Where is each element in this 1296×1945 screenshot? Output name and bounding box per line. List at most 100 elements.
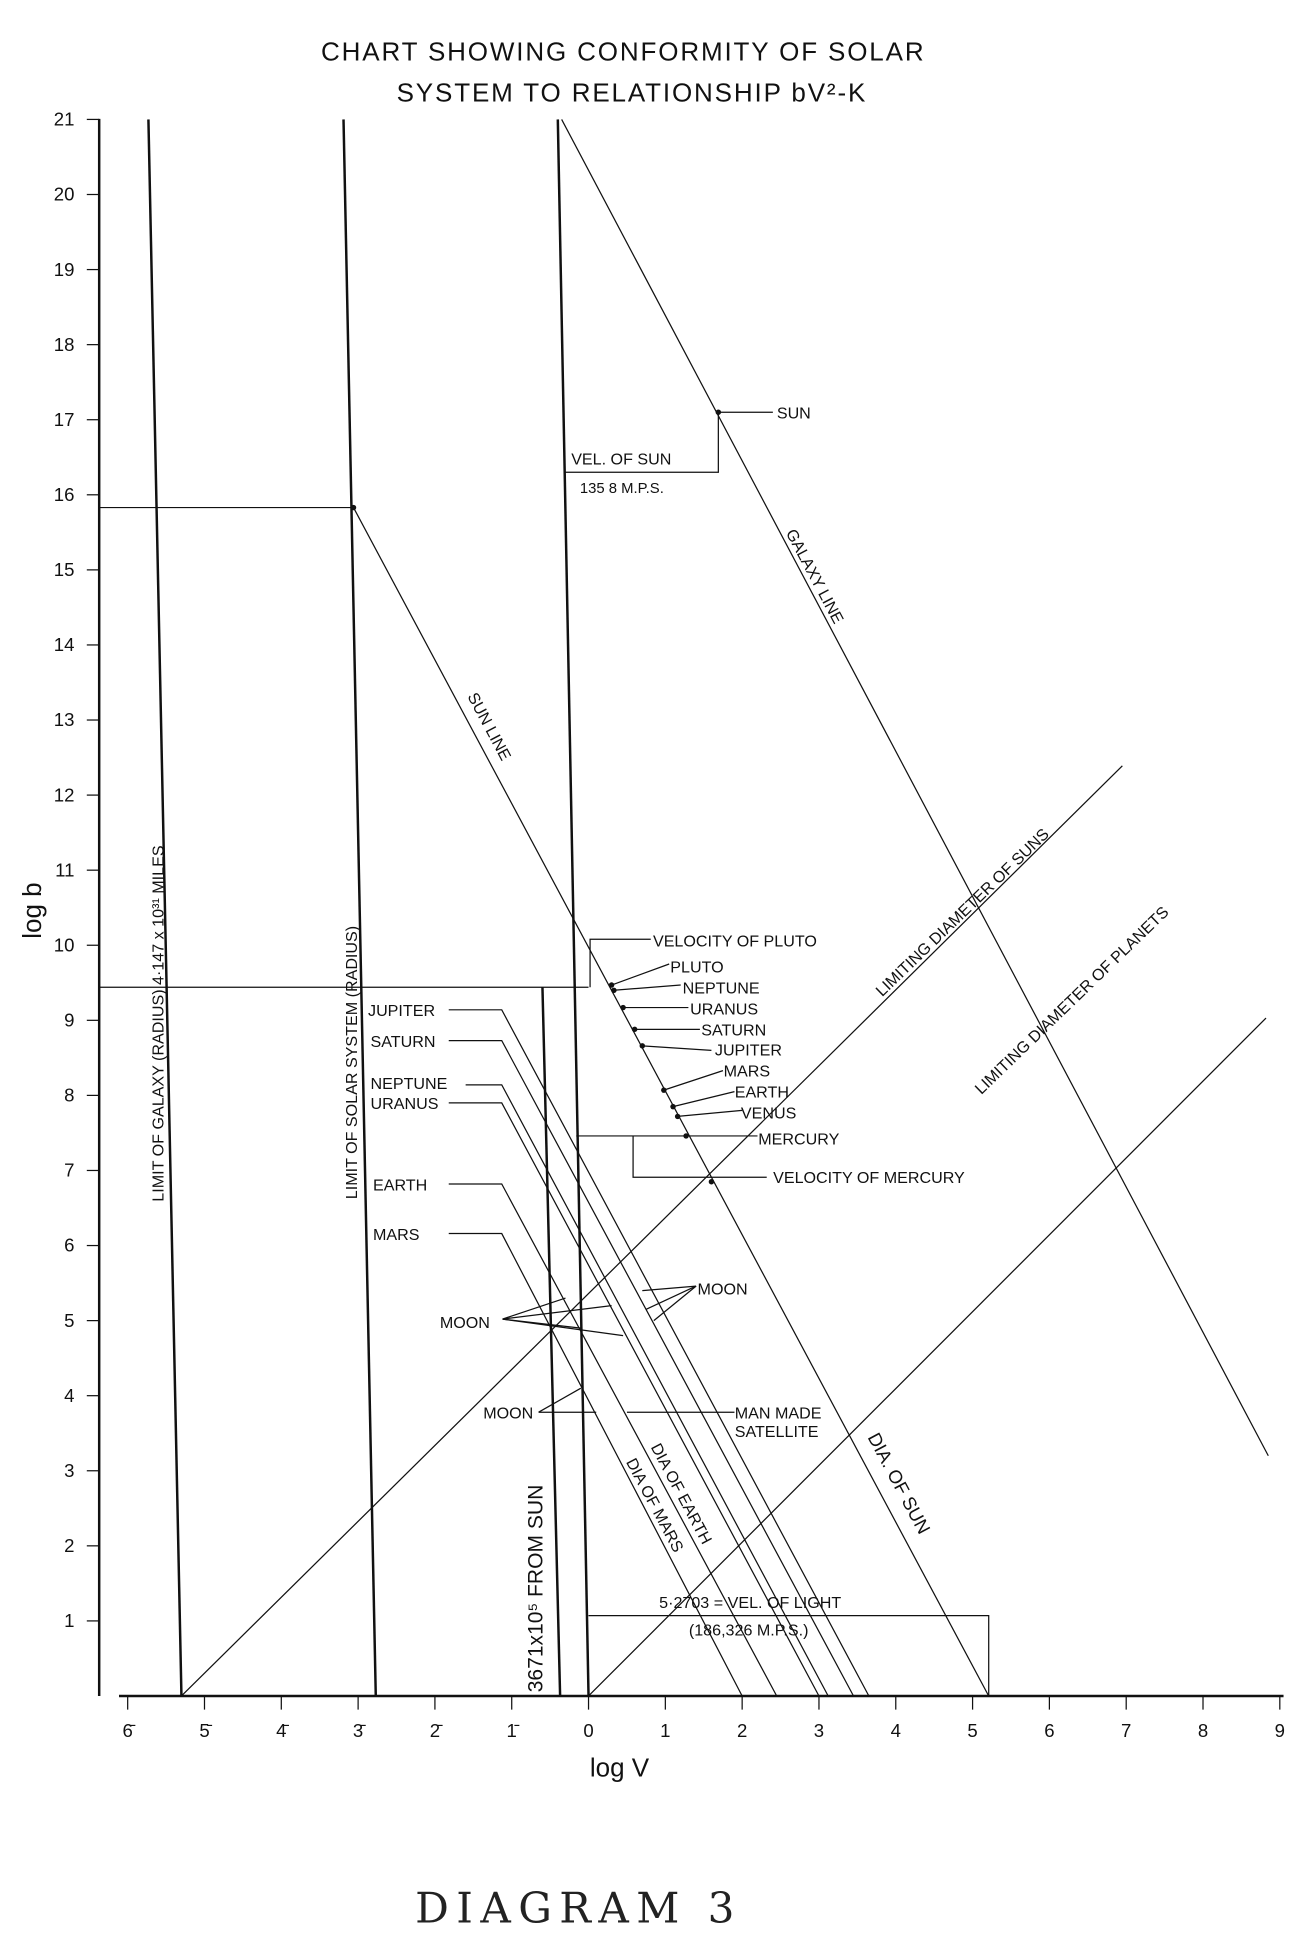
label-neptune-right: NEPTUNE: [683, 980, 760, 998]
label-velocity-of-light: 5·2703 = VEL. OF LIGHT: [659, 1594, 841, 1612]
moon-left-leader-1: [502, 1297, 566, 1320]
velocity-of-mercury-marker: [632, 1135, 767, 1178]
annotations: SUN VEL. OF SUN 135 8 M.P.S. GALAXY LINE…: [150, 405, 1173, 1693]
label-mars-right: MARS: [724, 1063, 771, 1081]
y-tick-label: 14: [54, 634, 75, 655]
y-tick-label: 1: [64, 1610, 74, 1631]
x-tick-label: 4̄: [276, 1720, 289, 1741]
point-saturn: [631, 1026, 638, 1033]
y-tick-label: 2: [64, 1535, 74, 1556]
x-tick-label: 1: [660, 1720, 670, 1741]
x-tick-label: 5̄: [199, 1720, 212, 1741]
label-velocity-of-light-mps: (186,326 M.P.S.): [689, 1621, 809, 1639]
y-tick-label: 16: [54, 484, 75, 505]
y-tick-label: 11: [55, 859, 74, 880]
label-pluto: PLUTO: [670, 959, 723, 977]
axes: [97, 118, 1284, 1698]
mars-diameter-line: [448, 1232, 743, 1697]
label-moon-right: MOON: [698, 1281, 748, 1299]
label-limit-of-galaxy: LIMIT OF GALAXY (RADIUS) 4·147 x 10³¹ MI…: [150, 845, 168, 1201]
label-vel-of-sun: VEL. OF SUN: [571, 451, 671, 469]
uranus-diameter-line: [448, 1102, 820, 1697]
venus-leader: [677, 1109, 743, 1118]
point-pluto: [608, 982, 615, 988]
moon-right-leader-3: [653, 1285, 697, 1322]
diagram-caption: DIAGRAM 3: [415, 1884, 742, 1933]
saturn-diameter-line: [448, 1039, 855, 1697]
moon-lower-leader-2: [538, 1387, 582, 1413]
label-mercury: MERCURY: [758, 1131, 839, 1149]
label-neptune-left: NEPTUNE: [370, 1075, 447, 1093]
label-moon-lower: MOON: [483, 1404, 533, 1422]
y-axis-label: log b: [17, 882, 47, 938]
label-sun: SUN: [777, 405, 811, 423]
x-tick-label: 7: [1121, 1720, 1131, 1741]
y-tick-label: 18: [54, 334, 75, 355]
label-man-made-2: SATELLITE: [735, 1423, 819, 1441]
label-jupiter-left: JUPITER: [368, 1002, 435, 1020]
label-mars-left: MARS: [373, 1226, 420, 1244]
label-velocity-of-pluto: VELOCITY OF PLUTO: [653, 932, 817, 950]
y-tick-label: 5: [64, 1310, 74, 1331]
y-tick-label: 9: [64, 1010, 74, 1031]
velocity-of-sun-box: [565, 412, 719, 473]
mars-leader: [663, 1070, 724, 1091]
moon-right-leader-2: [645, 1285, 697, 1310]
y-tick-label: 19: [54, 259, 75, 280]
y-tick-label: 8: [64, 1085, 74, 1106]
y-tick-label: 21: [54, 109, 75, 130]
x-tick-label: 8: [1198, 1720, 1208, 1741]
point-velocity-of-mercury: [708, 1179, 715, 1185]
label-from-sun: 3671x10⁵ FROM SUN: [525, 1485, 548, 1693]
x-tick-label: 3̄: [353, 1720, 366, 1741]
x-tick-label: 9: [1275, 1720, 1285, 1741]
x-tick-label: 4: [891, 1720, 901, 1741]
label-vel-of-sun-value: 135 8 M.P.S.: [580, 481, 664, 497]
limit-of-solar-system: [342, 119, 378, 1697]
point-sun: [715, 409, 722, 415]
y-tick-label: 10: [54, 934, 75, 955]
y-tick-label: 20: [54, 184, 75, 205]
label-jupiter-right: JUPITER: [715, 1042, 782, 1060]
x-tick-label: 3: [814, 1720, 824, 1741]
y-tick-label: 13: [54, 709, 75, 730]
label-uranus-right: URANUS: [690, 1001, 758, 1019]
galaxy-line: [561, 119, 1269, 1457]
point-venus: [674, 1113, 681, 1120]
limiting-diameter-of-suns: [181, 765, 1123, 1697]
y-tick-label: 4: [64, 1385, 74, 1406]
label-limit-of-solar-system: LIMIT OF SOLAR SYSTEM (RADIUS): [343, 926, 361, 1199]
chart-title-line-2: SYSTEM TO RELATIONSHIP bV²-K: [397, 78, 868, 108]
label-moon-left: MOON: [440, 1314, 490, 1332]
label-galaxy-line: GALAXY LINE: [782, 526, 847, 627]
limit-of-galaxy: [147, 119, 183, 1697]
moon-left-leader-2: [502, 1304, 612, 1320]
earth-diameter-line: [448, 1183, 778, 1697]
label-limiting-diameter-planets: LIMITING DIAMETER OF PLANETS: [972, 903, 1173, 1098]
pluto-leader: [611, 963, 670, 986]
label-saturn-right: SATURN: [701, 1022, 766, 1040]
point-galaxy-limit-point: [350, 504, 357, 511]
y-tick-label: 6: [64, 1235, 74, 1256]
y-tick-label: 7: [64, 1160, 74, 1181]
y-tick-label: 17: [54, 409, 75, 430]
point-neptune: [611, 987, 617, 994]
y-tick-label: 3: [64, 1460, 74, 1481]
label-earth-right: EARTH: [735, 1084, 789, 1102]
point-mars: [661, 1087, 667, 1093]
label-limiting-diameter-suns: LIMITING DIAMETER OF SUNS: [872, 825, 1052, 1000]
earth-leader: [672, 1091, 735, 1108]
y-tick-label: 15: [54, 559, 75, 580]
velocity-of-pluto-marker: [589, 938, 651, 988]
x-tick-label: 2: [737, 1720, 747, 1741]
log-v-zero-vertical: [556, 119, 590, 1697]
x-tick-label: 5: [967, 1720, 977, 1741]
point-mercury: [683, 1133, 689, 1139]
x-tick-label: 6: [1044, 1720, 1054, 1741]
y-tick-label: 12: [54, 784, 75, 805]
neptune-leader: [613, 984, 681, 991]
moon-right-leader-1: [642, 1285, 697, 1292]
x-axis-label: log V: [590, 1753, 650, 1783]
jupiter-leader: [642, 1045, 712, 1051]
